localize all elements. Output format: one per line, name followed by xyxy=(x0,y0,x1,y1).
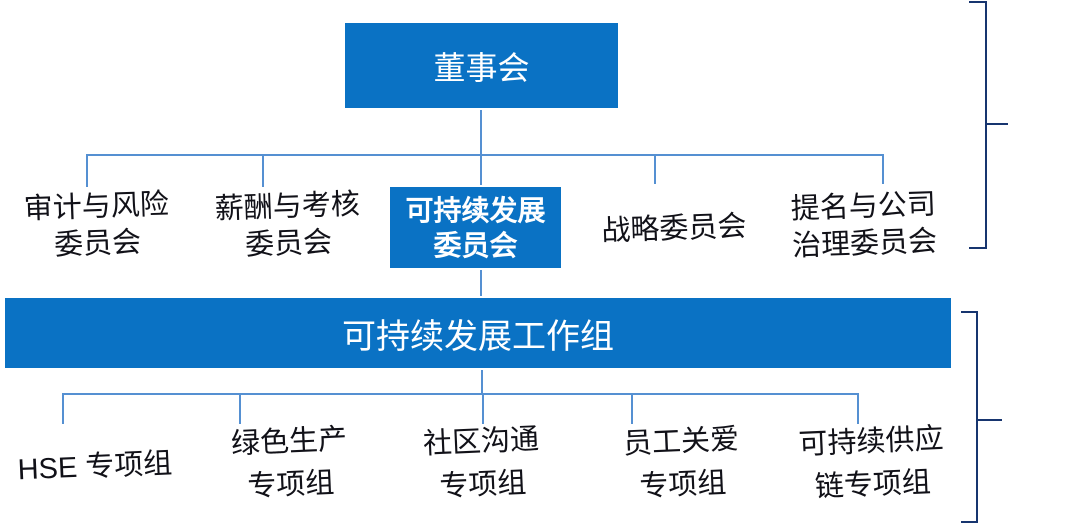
board-of-directors-box: 董事会 xyxy=(343,21,620,110)
community-line2: 专项组 xyxy=(438,467,528,503)
sustainability-committee-label-line1: 可持续发展 xyxy=(405,194,546,226)
connector-taskforces-horizontal xyxy=(62,393,859,395)
connector-drop-supply-chain xyxy=(857,393,859,424)
connector-drop-strategy xyxy=(654,154,656,184)
sustainability-workgroup-label: 可持续发展工作组 xyxy=(342,317,614,356)
connector-drop-employee-care xyxy=(631,393,633,424)
bracket-governance-level xyxy=(969,1,987,249)
supply-chain-line2: 链专项组 xyxy=(814,466,932,504)
hse-line1: HSE 专项组 xyxy=(17,447,173,487)
connector-board-down xyxy=(480,110,482,187)
connector-workgroup-down xyxy=(481,370,483,395)
sustainability-workgroup-bar: 可持续发展工作组 xyxy=(3,296,953,370)
audit-risk-line2: 委员会 xyxy=(53,226,142,262)
bracket-taskforce-level xyxy=(961,311,978,523)
connector-drop-hse xyxy=(62,393,64,424)
green-production-line2: 专项组 xyxy=(246,467,336,503)
committee-label-compensation: 薪酬与考核 委员会 xyxy=(177,185,399,267)
connector-sustainability-to-workgroup xyxy=(480,269,482,297)
taskforce-label-hse: HSE 专项组 xyxy=(0,441,206,494)
nomination-line2: 治理委员会 xyxy=(791,225,938,263)
connector-drop-compensation xyxy=(262,154,264,187)
taskforce-label-community-communication: 社区沟通 专项组 xyxy=(370,416,594,512)
board-of-directors-label: 董事会 xyxy=(433,49,530,86)
sustainability-committee-box: 可持续发展 委员会 xyxy=(388,185,563,270)
taskforce-label-sustainable-supply-chain: 可持续供应 链专项组 xyxy=(760,416,984,512)
strategy-line1: 战略委员会 xyxy=(600,210,747,248)
bracket-taskforce-tick xyxy=(976,419,1002,421)
employee-care-line2: 专项组 xyxy=(638,467,728,503)
connector-drop-audit xyxy=(86,154,88,187)
bracket-governance-tick xyxy=(985,123,1008,125)
taskforce-label-green-production: 绿色生产 专项组 xyxy=(178,416,402,512)
committee-label-nomination-governance: 提名与公司 治理委员会 xyxy=(753,185,975,267)
sustainability-committee-label-line2: 委员会 xyxy=(433,229,518,261)
connector-committees-horizontal xyxy=(86,154,884,156)
compensation-line2: 委员会 xyxy=(244,226,333,262)
connector-drop-green-production xyxy=(239,393,241,424)
connector-drop-nomination xyxy=(882,154,884,184)
connector-drop-community xyxy=(482,393,484,424)
committee-label-strategy: 战略委员会 xyxy=(563,207,784,252)
